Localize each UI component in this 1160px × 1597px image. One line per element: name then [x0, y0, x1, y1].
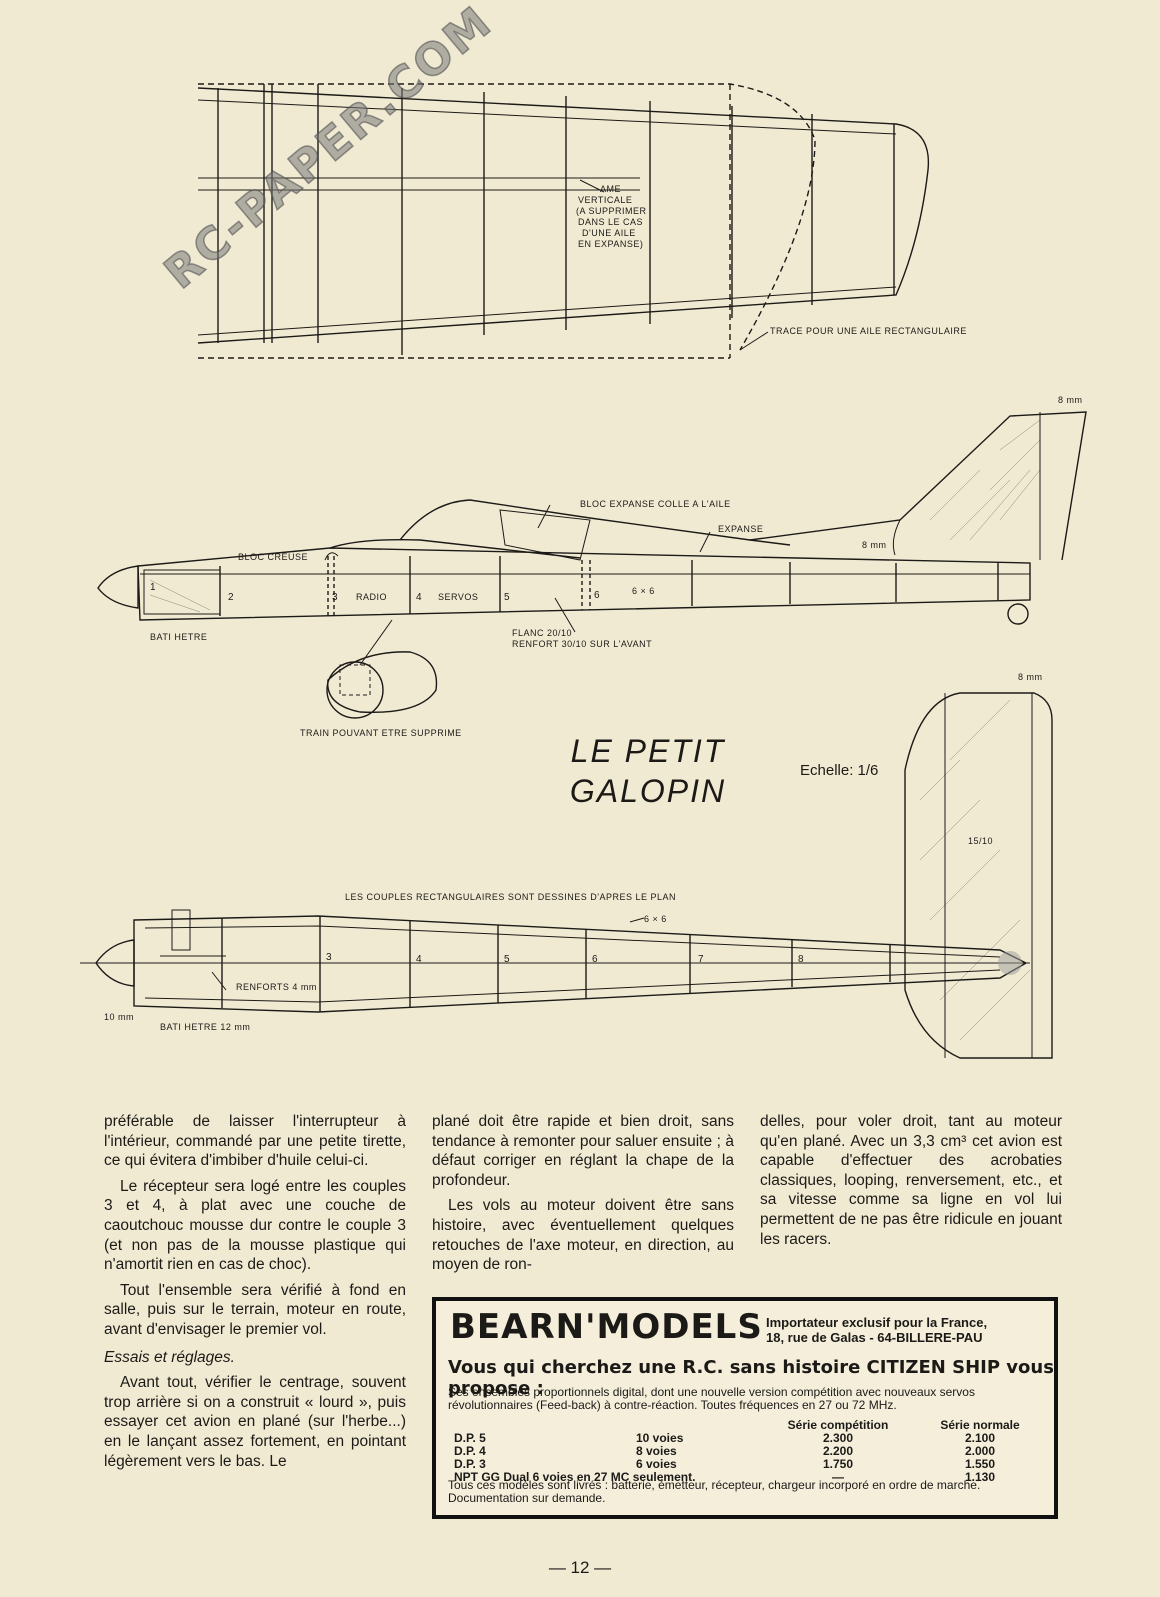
col2-paragraph-2: Les vols au moteur doivent être sans his…	[432, 1197, 734, 1274]
couple-num-4: 4	[416, 592, 422, 603]
ad-cell: NPT GG Dual 6 voies en 27 MC seulement.	[454, 1470, 696, 1484]
ad-header-competition: Série compétition	[787, 1418, 889, 1432]
ad-cell: 2.300	[822, 1431, 854, 1445]
advertisement-box: BEARN'MODELS Importateur exclusif pour l…	[432, 1297, 1058, 1519]
top-num-6: 6	[592, 954, 598, 965]
ad-cell: 2.000	[964, 1444, 996, 1458]
ad-price-table: Série compétition Série normale D.P. 5 1…	[448, 1419, 1046, 1484]
flanc-label: FLANC 20/10	[512, 628, 572, 638]
section-heading: Essais et réglages.	[104, 1348, 235, 1366]
ad-address-line-2: 18, rue de Galas - 64-BILLERE-PAU	[766, 1330, 983, 1345]
ame-label-2: VERTICALE	[578, 195, 632, 205]
ad-description: Ses ensembles proportionnels digital, do…	[448, 1385, 975, 1412]
ad-cell: 8 voies	[636, 1444, 677, 1458]
mm8-top-label: 8 mm	[1058, 395, 1083, 405]
bati-hetre-label: BATI HETRE	[150, 632, 207, 642]
ame-label-4: DANS LE CAS	[578, 217, 643, 227]
bloc-expanse-label: BLOC EXPANSE COLLE A L'AILE	[580, 499, 731, 509]
top-num-4: 4	[416, 954, 422, 965]
scale-label: Echelle: 1/6	[800, 762, 879, 779]
ad-cell: 1.750	[822, 1457, 854, 1471]
ad-tagline: Vous qui cherchez une R.C. sans histoire…	[448, 1357, 1054, 1399]
bati-hetre-12-label: BATI HETRE 12 mm	[160, 1022, 250, 1032]
couple-num-2: 2	[228, 592, 234, 603]
top-num-8: 8	[798, 954, 804, 965]
bloc-creuse-label: BLOC CREUSE	[238, 552, 308, 562]
col2-paragraph-1: plané doit être rapide et bien droit, sa…	[432, 1113, 734, 1189]
ad-cell: 1.130	[964, 1470, 996, 1484]
col1-paragraph-1: préférable de laisser l'interrupteur à l…	[104, 1113, 406, 1170]
col3-paragraph-1: delles, pour voler droit, tant au moteur…	[760, 1113, 1062, 1248]
title-line-1: LE PETIT	[570, 733, 726, 769]
ad-address-line-1: Importateur exclusif pour la France,	[766, 1315, 988, 1330]
mm8-fin-label: 8 mm	[862, 540, 887, 550]
ad-brand: BEARN'MODELS	[450, 1307, 763, 1347]
page-number: — 12 —	[548, 1558, 612, 1577]
ad-table-row: NPT GG Dual 6 voies en 27 MC seulement. …	[448, 1471, 1046, 1484]
ad-cell: 6 voies	[636, 1457, 677, 1471]
couple-num-1: 1	[150, 582, 156, 593]
fuselage-top-view	[80, 909, 1030, 1013]
col1-paragraph-4: Avant tout, vérifier le centrage, souven…	[104, 1374, 406, 1470]
expanse-label: EXPANSE	[718, 524, 763, 534]
train-label: TRAIN POUVANT ETRE SUPPRIME	[300, 728, 462, 738]
radio-label: RADIO	[356, 592, 387, 602]
ad-cell: —	[832, 1470, 844, 1484]
ame-label-6: EN EXPANSE)	[578, 239, 643, 249]
top-num-5: 5	[504, 954, 510, 965]
ad-footer: Tous ces modèles sont livrés : batterie,…	[448, 1478, 981, 1505]
ad-cell: 10 voies	[636, 1431, 684, 1445]
ad-table-row: D.P. 5 10 voies 2.300 2.100	[448, 1432, 1046, 1445]
fifteen-ten-label: 15/10	[968, 836, 993, 846]
ad-address: Importateur exclusif pour la France, 18,…	[766, 1315, 987, 1345]
ad-cell: D.P. 3	[454, 1457, 486, 1471]
ad-table-row: D.P. 4 8 voies 2.200 2.000	[448, 1445, 1046, 1458]
text-column-1: préférable de laisser l'interrupteur à l…	[104, 1112, 406, 1477]
mm10-label: 10 mm	[104, 1012, 134, 1022]
couples-note-label: LES COUPLES RECTANGULAIRES SONT DESSINES…	[345, 892, 676, 902]
col1-paragraph-3: Tout l'ensemble sera vérifié à fond en s…	[104, 1281, 406, 1338]
ad-cell: 1.550	[964, 1457, 996, 1471]
ad-table-row: D.P. 3 6 voies 1.750 1.550	[448, 1458, 1046, 1471]
text-column-3: delles, pour voler droit, tant au moteur…	[760, 1112, 1062, 1255]
couple-num-3: 3	[332, 592, 338, 603]
ad-cell: 2.100	[964, 1431, 996, 1445]
ad-cell: D.P. 4	[454, 1444, 486, 1458]
renfort-label: RENFORT 30/10 SUR L'AVANT	[512, 639, 652, 649]
plan-labels: AME VERTICALE (A SUPPRIMER DANS LE CAS D…	[104, 184, 1083, 1032]
top-num-7: 7	[698, 954, 704, 965]
trace-label: TRACE POUR UNE AILE RECTANGULAIRE	[770, 326, 967, 336]
six-x-six-top-label: 6 × 6	[644, 914, 667, 924]
wing-plan	[197, 83, 930, 359]
couple-num-5: 5	[504, 592, 510, 603]
fuselage-side-view	[97, 411, 1087, 719]
ame-label-1: AME	[600, 184, 621, 194]
top-num-3: 3	[326, 952, 332, 963]
col1-paragraph-2: Le récepteur sera logé entre les couples…	[104, 1177, 406, 1274]
ad-cell: 2.200	[822, 1444, 854, 1458]
tailplane-top-view	[904, 692, 1053, 1059]
six-x-six-label: 6 × 6	[632, 586, 655, 596]
ad-cell: D.P. 5	[454, 1431, 486, 1445]
plan-drawing: AME VERTICALE (A SUPPRIMER DANS LE CAS D…	[80, 83, 1087, 1059]
ad-table-header: Série compétition Série normale	[448, 1419, 1046, 1432]
servos-label: SERVOS	[438, 592, 478, 602]
couple-num-6: 6	[594, 590, 600, 601]
renforts-label: RENFORTS 4 mm	[236, 982, 317, 992]
text-column-2: plané doit être rapide et bien droit, sa…	[432, 1112, 734, 1281]
mm8-tail-label: 8 mm	[1018, 672, 1043, 682]
ame-label-3: (A SUPPRIMER	[576, 206, 647, 216]
ad-header-normal: Série normale	[940, 1418, 1020, 1432]
ame-label-5: D'UNE AILE	[582, 228, 636, 238]
title-line-2: GALOPIN	[569, 773, 727, 809]
